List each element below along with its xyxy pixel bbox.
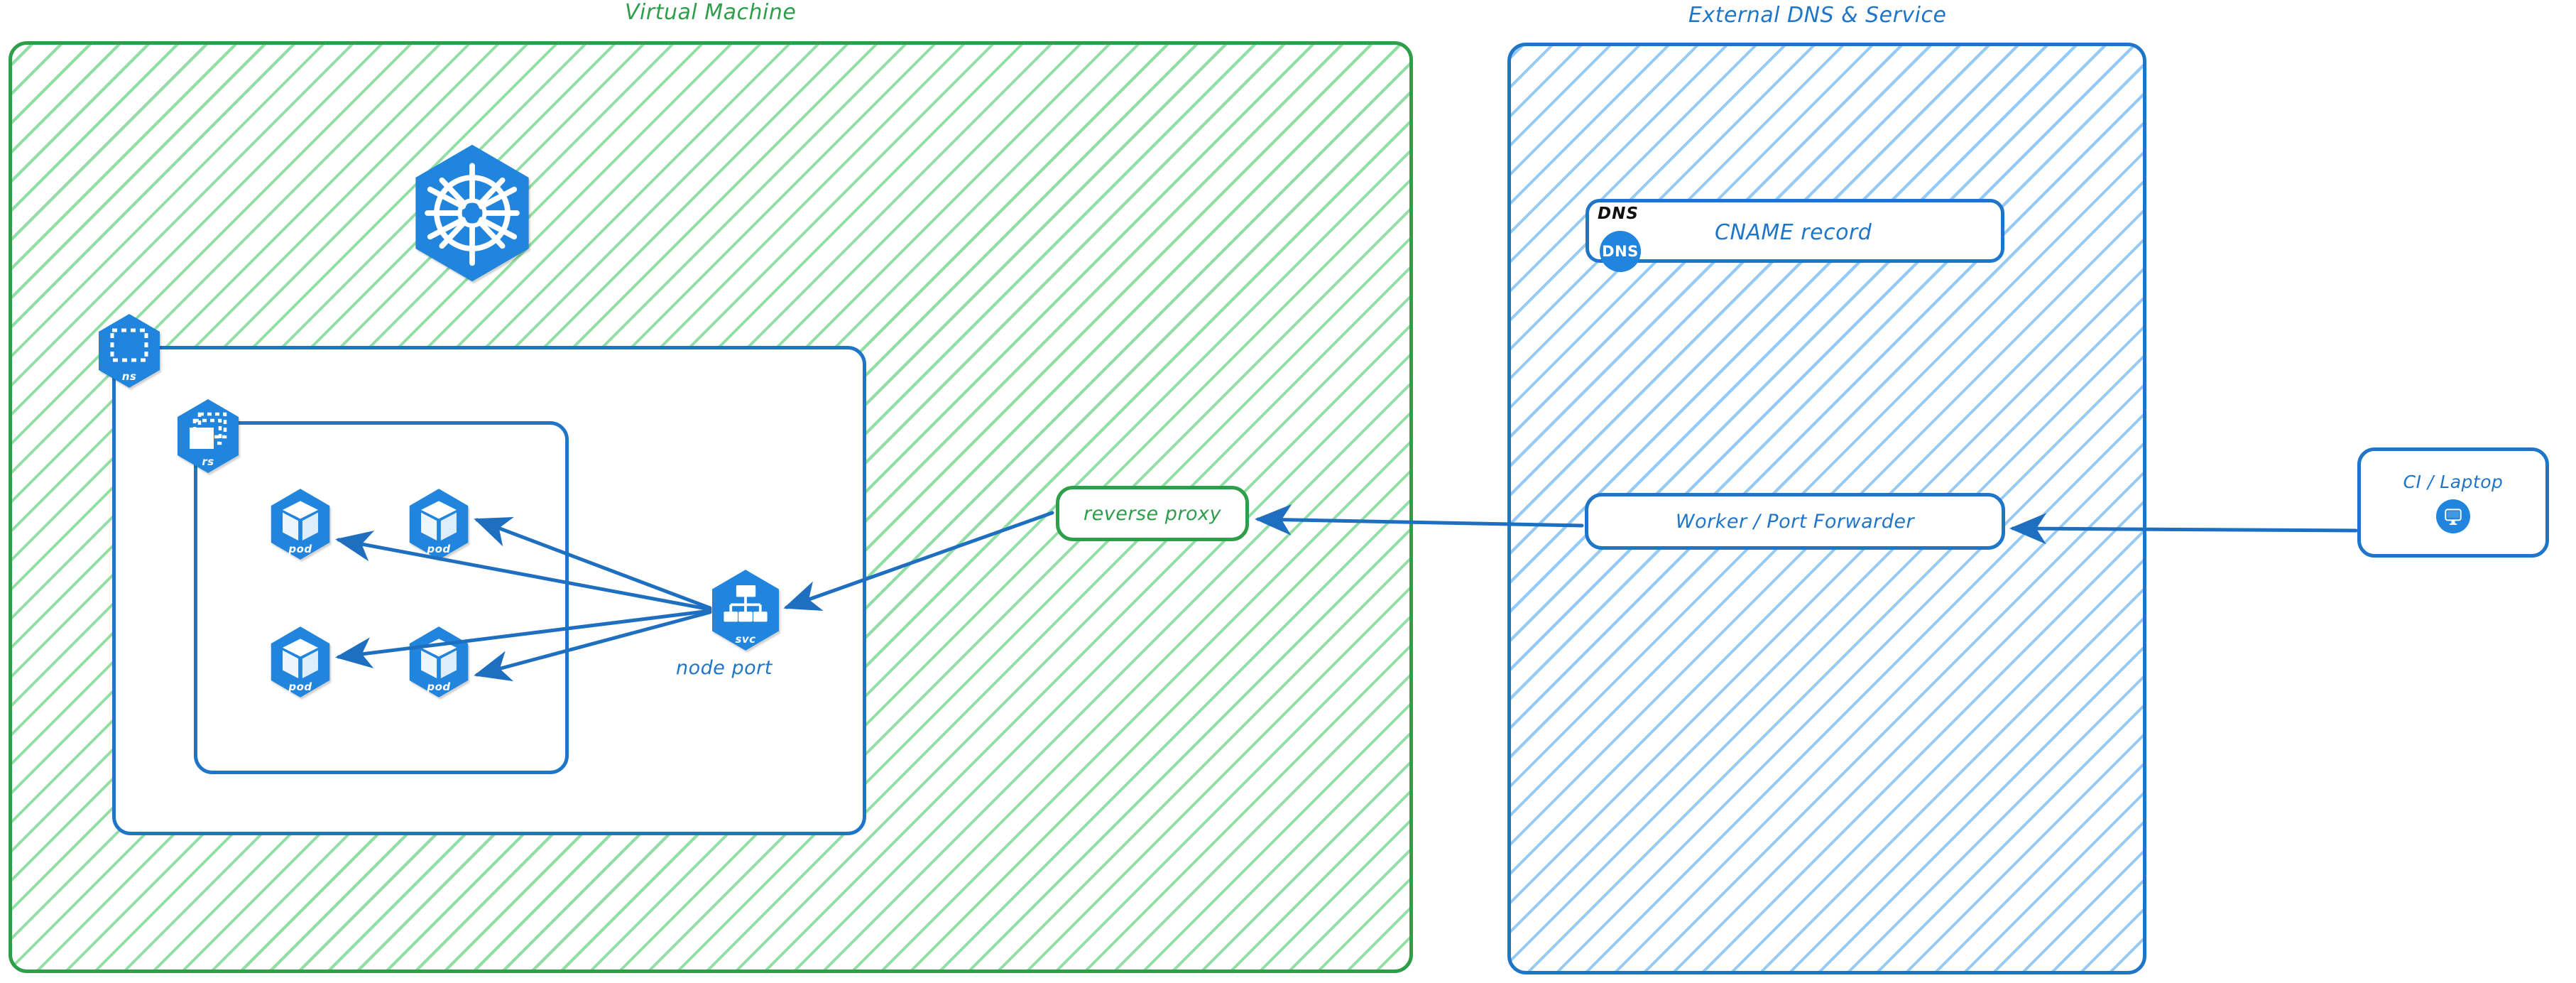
monitor-icon xyxy=(2436,499,2470,533)
pod-badge-4: pod xyxy=(405,625,473,699)
reverse-proxy-card[interactable]: reverse proxy xyxy=(1056,486,1249,541)
pod-badge-3: pod xyxy=(266,625,334,699)
namespace-badge: ns xyxy=(94,313,165,389)
dns-icon: DNS xyxy=(1600,231,1641,272)
zone-virtual-machine-title: Virtual Machine xyxy=(625,0,797,25)
worker-port-forwarder-label: Worker / Port Forwarder xyxy=(1675,510,1915,533)
service-badge: svc xyxy=(706,568,785,652)
cname-record-label: CNAME record xyxy=(1715,220,1872,245)
ci-laptop-label: CI / Laptop xyxy=(2403,472,2504,492)
replicaset-badge: rs xyxy=(173,398,244,474)
ci-laptop-card[interactable]: CI / Laptop xyxy=(2357,447,2549,558)
dns-card[interactable] xyxy=(1586,199,2004,263)
pod-badge-2: pod xyxy=(405,487,473,561)
dns-icon-text: DNS xyxy=(1602,243,1639,260)
reverse-proxy-label: reverse proxy xyxy=(1084,502,1221,525)
node-port-caption: node port xyxy=(676,657,773,679)
worker-port-forwarder-card[interactable]: Worker / Port Forwarder xyxy=(1585,493,2005,550)
pod-badge-1: pod xyxy=(266,487,334,561)
zone-external-title: External DNS & Service xyxy=(1688,3,1947,28)
dns-card-tag: DNS xyxy=(1598,205,1639,223)
kubernetes-logo xyxy=(405,142,540,284)
replicaset-container xyxy=(194,421,569,774)
